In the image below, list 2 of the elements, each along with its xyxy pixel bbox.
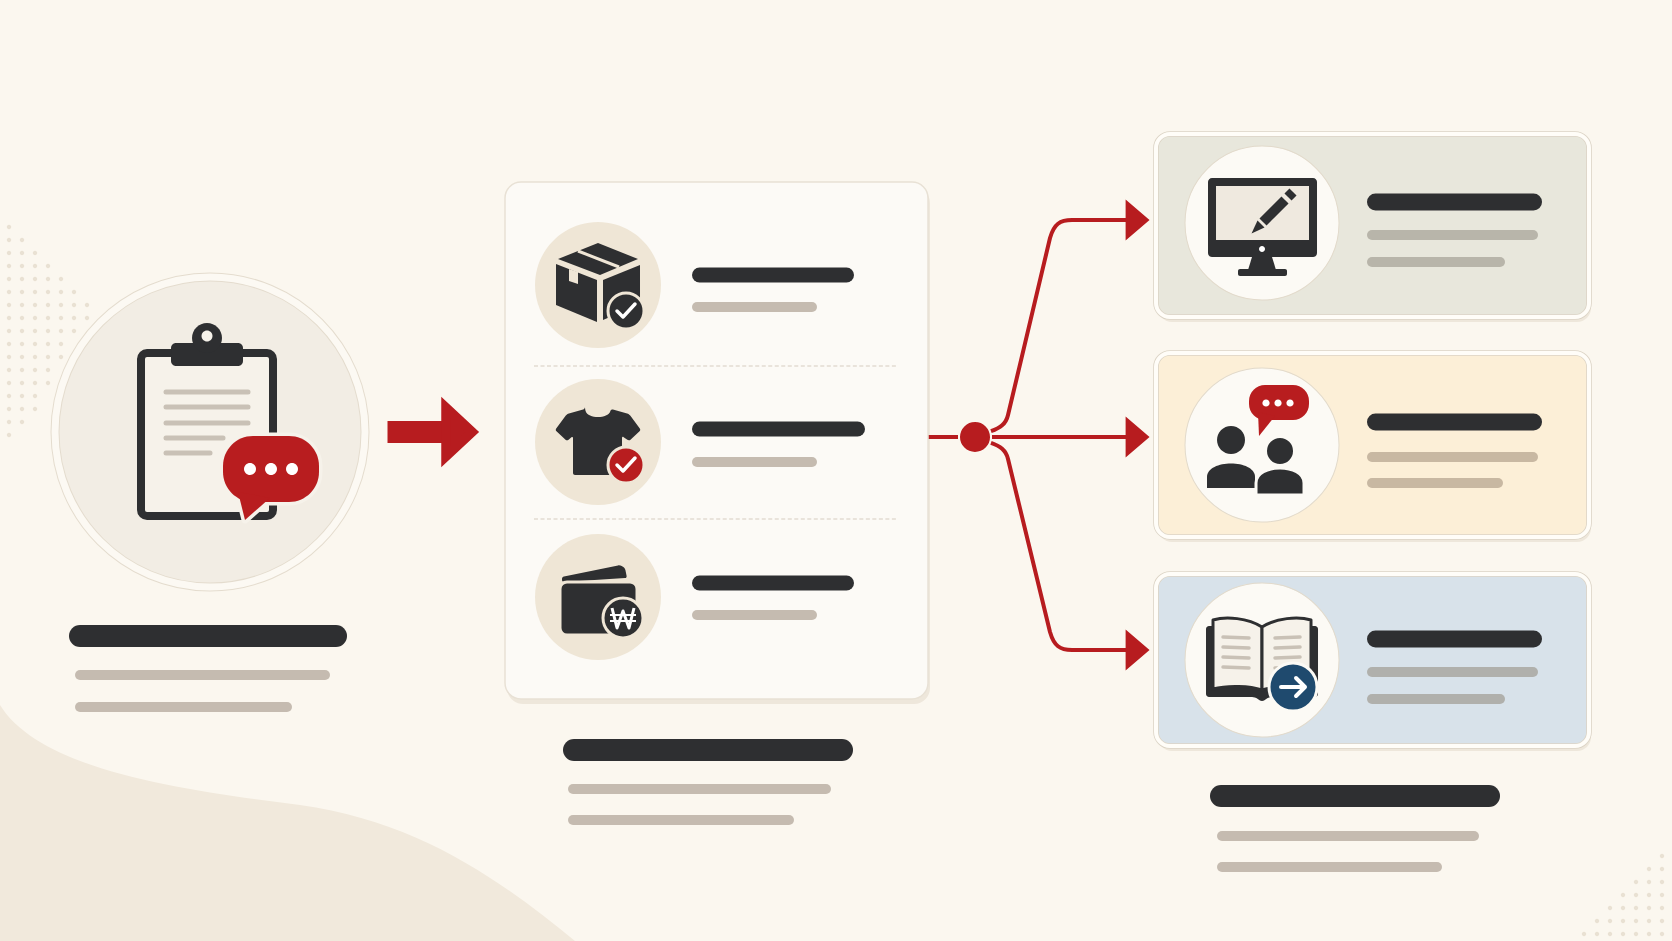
junction-dot xyxy=(958,420,992,454)
connector-line xyxy=(928,435,958,439)
